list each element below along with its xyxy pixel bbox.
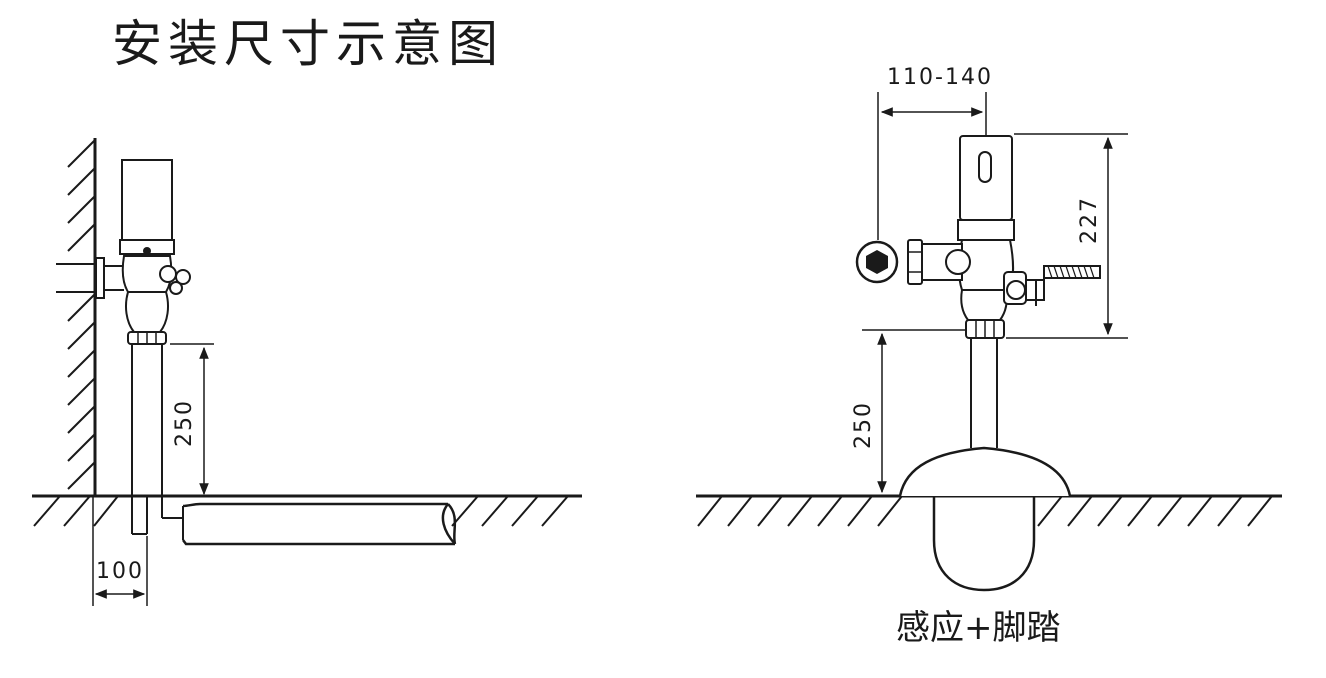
flush-valve-left: [119, 159, 191, 540]
flush-valve-right: [855, 135, 1101, 339]
dimension-110-140: [877, 92, 987, 240]
dimension-250-left: [170, 343, 214, 496]
dimension-label-227: 227: [1077, 196, 1102, 244]
dimension-250-right: [862, 329, 966, 494]
right-installation-figure: 110-140 227 250: [696, 65, 1282, 592]
dimension-label-250-right: 250: [851, 401, 876, 449]
dimension-label-110-140: 110-140: [887, 65, 993, 90]
squat-toilet-bowl: [898, 446, 1072, 592]
drain-pipe: [182, 502, 457, 546]
left-installation-figure: 250 100: [32, 138, 582, 606]
dimension-label-250-left: 250: [172, 399, 197, 447]
dimension-227: [1006, 133, 1128, 339]
wall-hatch: [67, 138, 97, 496]
supply-pipe: [56, 257, 124, 299]
floor-hatch-right: [696, 494, 1282, 527]
diagram-title: 安装尺寸示意图: [112, 15, 504, 73]
figure-caption: 感应+脚踏: [896, 608, 1061, 648]
dimension-label-100: 100: [96, 559, 144, 584]
floor-hatch-left: [32, 494, 582, 527]
dimension-100: [92, 496, 148, 606]
drop-pipe-right: [970, 338, 998, 448]
